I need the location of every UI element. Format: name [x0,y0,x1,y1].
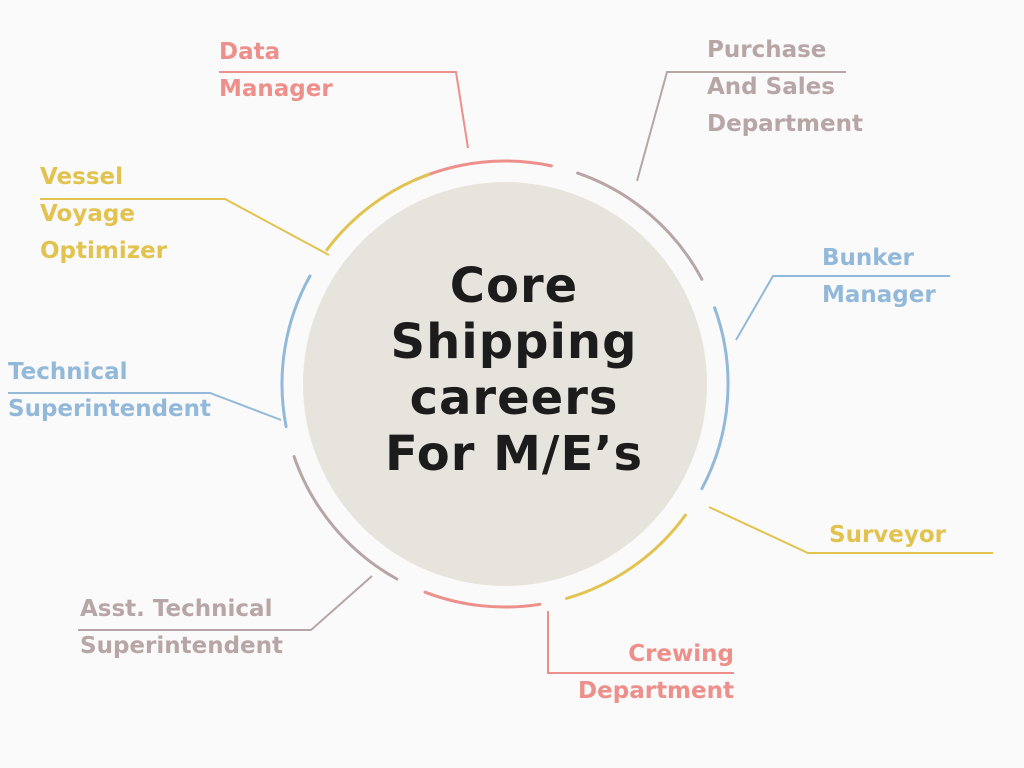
ring-arc-asst-tech-super [292,455,399,581]
node-label-tech-super: Technical Superintendent [8,359,212,422]
connector-data-manager [219,71,469,149]
connector-voyage-optimizer [40,198,330,256]
ring-arc-surveyor [565,513,687,600]
center-title: Core Shipping careers For M/E’s [384,258,644,482]
node-label-bunker-manager: Bunker Manager [822,245,936,308]
node-label-asst-tech-super: Asst. Technical Superintendent [80,596,284,659]
ring-arcs [280,159,730,609]
ring-arc-purchase-sales [576,171,704,281]
connector-purchase-sales [636,71,846,182]
connector-lines [8,71,993,674]
ring-arc-crewing [423,590,542,609]
node-label-surveyor: Surveyor [829,522,947,548]
node-label-crewing: Crewing Department [578,641,734,704]
connector-asst-tech-super [78,575,373,631]
ring-arc-data-manager [412,159,553,182]
ring-arc-bunker-manager [700,306,730,491]
connector-tech-super [8,392,282,421]
connector-crewing [547,611,734,674]
ring-arc-tech-super [280,274,312,429]
node-label-data-manager: Data Manager [219,39,333,102]
connector-surveyor [708,506,993,554]
connector-bunker-manager [735,275,950,341]
center-circle [303,182,707,586]
node-label-purchase-sales: Purchase And Sales Department [707,37,863,137]
ring-arc-voyage-optimizer [325,172,431,252]
node-label-voyage-optimizer: Vessel Voyage Optimizer [40,164,168,264]
